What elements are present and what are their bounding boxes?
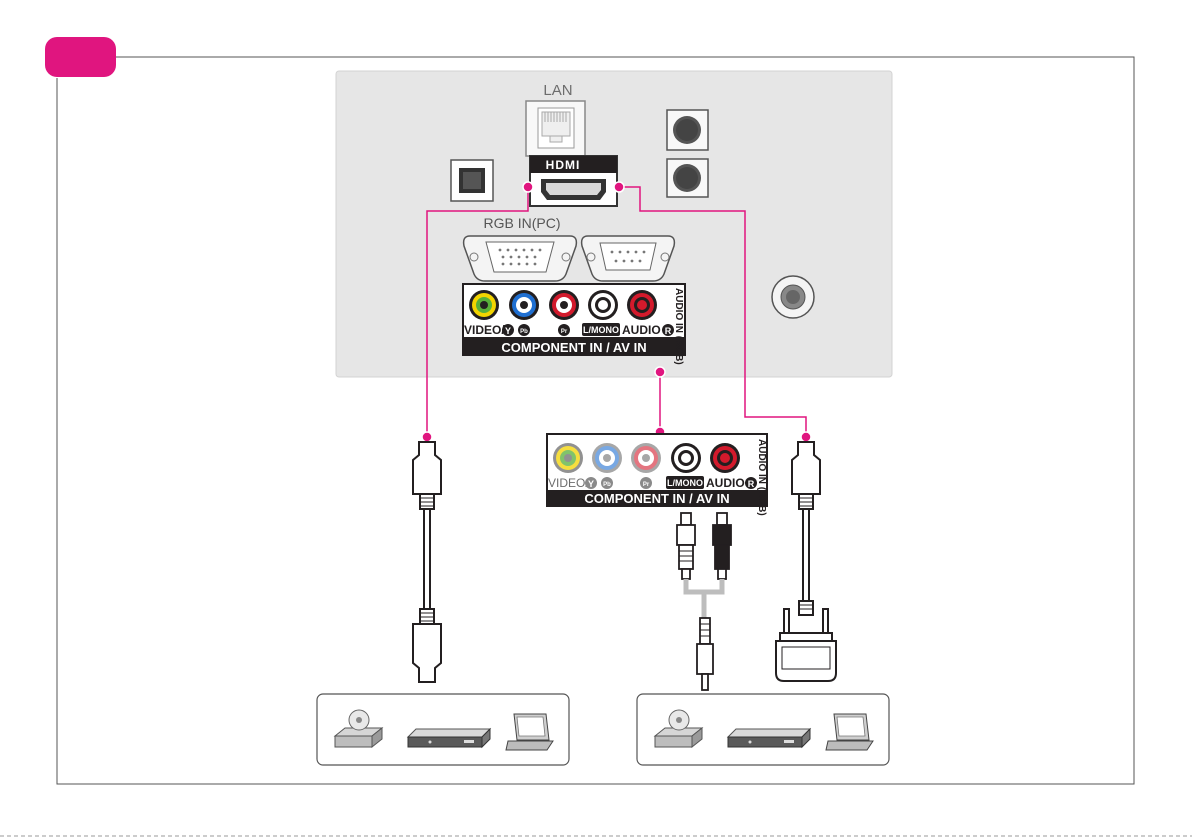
audio-in-rgb-label: AUDIO IN (RGB) (673, 288, 684, 365)
video-label: VIDEO/ (464, 323, 505, 337)
component-strip-label: COMPONENT IN / AV IN (501, 340, 646, 355)
zoom-jack-video (553, 443, 583, 473)
zoom-video-label: VIDEO/ (548, 476, 589, 490)
audio-label: AUDIO (622, 323, 661, 337)
optical-port (451, 160, 493, 201)
zoom-jack-audio-l (671, 443, 701, 473)
pr-badge: Pr (561, 329, 568, 335)
device-box-left (317, 694, 569, 765)
lan-port (526, 101, 585, 156)
zoom-pr-badge: Pr (643, 482, 650, 488)
component-av-in-panel: VIDEO/ Y Pb Pr L/MONO AUDIO R AUDIO IN (… (462, 283, 686, 365)
rgb-in-port (464, 236, 577, 281)
antenna-jack-top (667, 110, 708, 150)
zoom-jack-pr (631, 443, 661, 473)
coax-jack (772, 276, 814, 318)
set-top-box-icon (408, 729, 490, 747)
lmono-label: L/MONO (583, 325, 619, 335)
serial-port (582, 236, 675, 281)
section-tab (45, 37, 116, 77)
zoom-audio-in-rgb-label: AUDIO IN (RGB) (756, 439, 767, 516)
zoom-pb-badge: Pb (603, 482, 611, 488)
hdmi-label: HDMI (546, 158, 581, 172)
tv-rear-panel: LAN HDMI (336, 71, 892, 377)
jack-audio-r (627, 290, 657, 320)
component-av-in-zoom: VIDEO/ Y Pb Pr L/MONO AUDIO R AUDIO IN (… (546, 433, 768, 516)
zoom-r-badge: R (748, 479, 755, 489)
rgb-in-label: RGB IN(PC) (484, 215, 561, 231)
rgb-pc-cable (776, 442, 836, 681)
zoom-jack-audio-r (710, 443, 740, 473)
hdmi-port: HDMI (530, 156, 617, 206)
jack-video-y (469, 290, 499, 320)
zoom-lmono-label: L/MONO (667, 478, 703, 488)
antenna-jack-bottom (667, 159, 708, 197)
jack-pb (509, 290, 539, 320)
hdmi-cable (413, 442, 441, 682)
zoom-audio-label: AUDIO (706, 476, 745, 490)
zoom-jack-pb (592, 443, 622, 473)
zoom-component-strip-label: COMPONENT IN / AV IN (584, 491, 729, 506)
pb-badge: Pb (520, 329, 528, 335)
rca-to-minijack-cable (677, 513, 731, 690)
device-box-right (637, 694, 889, 765)
jack-pr (549, 290, 579, 320)
set-top-box-icon (728, 729, 810, 747)
lan-label: LAN (543, 82, 572, 99)
zoom-y-badge: Y (588, 479, 594, 489)
r-badge: R (665, 326, 672, 336)
jack-audio-l (588, 290, 618, 320)
y-badge: Y (505, 326, 511, 336)
